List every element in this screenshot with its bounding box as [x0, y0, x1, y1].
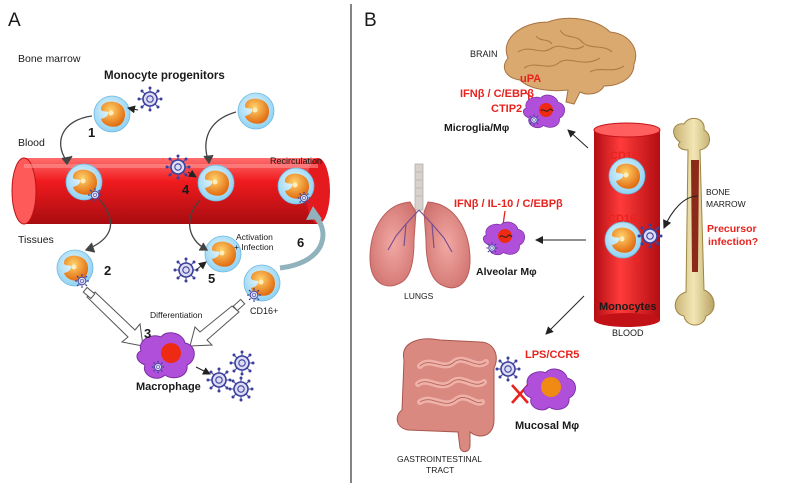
- virus-icon: [528, 114, 540, 126]
- ctip2-label: CTIP2: [491, 103, 522, 115]
- arrow-to-brain: [567, 129, 589, 149]
- macrophage-label: Macrophage: [136, 381, 201, 393]
- blood-monocyte-recirculating: [277, 167, 315, 205]
- blood-label-a: Blood: [18, 137, 45, 149]
- bone-illustration: [673, 117, 715, 326]
- panel-b: B BRAIN uPA IFNβ / C/EBPβ CTIP2 Microgli…: [364, 10, 758, 475]
- virus-icon: [205, 366, 233, 394]
- virus-icon: [494, 355, 522, 383]
- marrow-label-b: MARROW: [706, 199, 746, 209]
- cd16-negative-label: CD16-: [610, 150, 642, 162]
- step-number-4: 4: [182, 182, 190, 197]
- step-number-5: 5: [208, 271, 215, 286]
- cd16-negative-monocyte: [608, 157, 646, 195]
- lungs-factors-label: IFNβ / IL-10 / C/EBPβ: [454, 198, 563, 210]
- lungs-illustration: [369, 163, 471, 289]
- step-number-6: 6: [297, 235, 304, 250]
- tract-label: TRACT: [426, 465, 454, 475]
- virus-icon: [164, 153, 192, 181]
- tissues-label: Tissues: [18, 234, 54, 246]
- arrow-to-gut: [545, 295, 585, 335]
- precursor-label: Precursor: [707, 223, 757, 235]
- virus-icon: [228, 349, 256, 377]
- step-number-3: 3: [144, 326, 151, 341]
- microglia-label: Microglia/Mφ: [444, 122, 510, 134]
- migration-arrows: [60, 111, 237, 253]
- virus-icon: [297, 191, 311, 205]
- step-number-1: 1: [88, 125, 95, 140]
- activation-label: Activation: [236, 232, 273, 242]
- bone-marrow-label-b: BONE: [706, 187, 730, 197]
- virus-icon: [246, 287, 262, 303]
- cd16-label-a: CD16+: [250, 306, 278, 316]
- alveolar-label: Alveolar Mφ: [476, 266, 537, 278]
- cd16-positive-label: CD16+: [608, 213, 643, 225]
- mucosal-label: Mucosal Mφ: [515, 420, 579, 432]
- progenitor-cell-2: [237, 92, 275, 130]
- virus-icon: [227, 375, 255, 403]
- upa-label: uPA: [520, 73, 541, 85]
- gi-tract-label: GASTROINTESTINAL: [397, 454, 482, 464]
- differentiation-label: Differentiation: [150, 310, 203, 320]
- monocytes-label: Monocytes: [599, 301, 656, 313]
- panel-b-letter: B: [364, 10, 377, 31]
- precursor-infection-label: infection?: [708, 236, 758, 248]
- virus-icon: [136, 85, 164, 113]
- virus-icon: [151, 360, 165, 374]
- panel-a: A Bone marrow Monocyte progenitors Blood…: [8, 10, 330, 403]
- virus-icon: [636, 222, 664, 250]
- brain-illustration: [504, 17, 637, 105]
- lungs-label: LUNGS: [404, 291, 434, 301]
- ifnb-cebpb-label: IFNβ / C/EBPβ: [460, 88, 534, 100]
- blood-label-b: BLOOD: [612, 328, 644, 338]
- gut-illustration: [396, 338, 497, 453]
- panel-a-letter: A: [8, 10, 21, 31]
- step-number-2: 2: [104, 263, 111, 278]
- question-mark: ?: [632, 254, 641, 271]
- virus-icon: [172, 256, 200, 284]
- monocyte-progenitors-label: Monocyte progenitors: [104, 70, 225, 82]
- recirculation-label: Recirculation: [270, 156, 322, 166]
- virus-icon: [486, 242, 498, 254]
- infection-label: + Infection: [234, 242, 274, 252]
- differentiation-arrows: [82, 286, 246, 347]
- cd16-monocyte: [243, 264, 281, 302]
- progenitor-cell-1: [93, 95, 131, 133]
- virus-icon: [87, 187, 103, 203]
- bone-marrow-label: Bone marrow: [18, 53, 81, 65]
- blood-monocyte-middle: [197, 164, 235, 202]
- virus-icon: [74, 273, 90, 289]
- brain-label: BRAIN: [470, 49, 498, 59]
- gut-factors-label: LPS/CCR5: [525, 349, 579, 361]
- cd16-positive-monocyte: [604, 221, 642, 259]
